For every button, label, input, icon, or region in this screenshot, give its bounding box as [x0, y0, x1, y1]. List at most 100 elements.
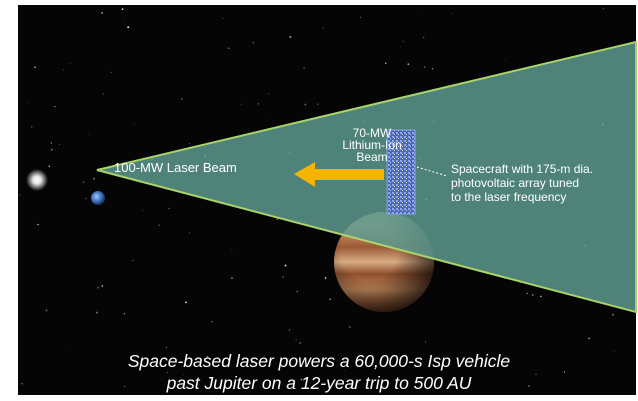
- star: [526, 292, 528, 295]
- star: [142, 210, 144, 212]
- star: [48, 165, 51, 168]
- star: [102, 93, 105, 95]
- star: [27, 101, 29, 103]
- star: [123, 22, 124, 23]
- star: [101, 285, 104, 287]
- caption-line: past Jupiter on a 12-year trip to 500 AU: [166, 373, 472, 393]
- star: [424, 341, 426, 343]
- star: [304, 103, 307, 106]
- star: [85, 198, 87, 200]
- star: [284, 264, 287, 267]
- star: [37, 223, 39, 226]
- star: [110, 71, 112, 73]
- star: [359, 16, 362, 18]
- star: [127, 26, 130, 29]
- star: [21, 382, 24, 385]
- star: [168, 207, 170, 210]
- star: [295, 339, 297, 341]
- star: [88, 133, 90, 135]
- star: [322, 27, 324, 29]
- spacecraft-leader-line: [416, 166, 448, 177]
- star: [268, 93, 270, 95]
- star: [227, 47, 230, 49]
- star: [19, 194, 21, 196]
- star: [50, 142, 52, 144]
- star: [93, 177, 96, 180]
- star: [602, 8, 604, 10]
- star: [289, 36, 292, 38]
- star: [123, 313, 126, 315]
- star: [58, 144, 60, 146]
- star: [300, 378, 303, 381]
- spacecraft-label-line: photovoltaic array tuned: [451, 176, 580, 190]
- star: [54, 105, 56, 108]
- star: [343, 369, 345, 371]
- star: [34, 66, 36, 69]
- star: [240, 103, 242, 105]
- star: [101, 12, 103, 14]
- star: [158, 224, 160, 226]
- star: [263, 116, 265, 118]
- star: [613, 350, 615, 352]
- star: [329, 298, 331, 301]
- star: [222, 18, 224, 19]
- star: [402, 40, 404, 42]
- star: [535, 373, 537, 375]
- star: [69, 62, 71, 64]
- ion-beam-arrow: [294, 162, 384, 187]
- star: [251, 361, 253, 364]
- star: [95, 311, 98, 314]
- star: [423, 36, 425, 39]
- star: [206, 355, 209, 358]
- star: [324, 277, 327, 279]
- star: [185, 301, 187, 304]
- ion-beam-label-line: Lithium-Ion: [342, 138, 402, 152]
- sun-icon: [26, 169, 48, 191]
- star: [257, 103, 259, 105]
- star: [527, 385, 530, 387]
- ion-beam-label: 70-MW Lithium-Ion Beam: [328, 127, 416, 163]
- star: [303, 67, 305, 69]
- star: [588, 337, 590, 340]
- star: [296, 291, 298, 293]
- star: [132, 260, 134, 261]
- spacecraft-label-line: to the laser frequency: [451, 190, 567, 204]
- spacecraft-label: Spacecraft with 175-m dia. photovoltaic …: [451, 162, 626, 204]
- star: [348, 326, 351, 328]
- earth-icon: [91, 191, 105, 205]
- star: [51, 149, 53, 151]
- spacecraft-label-line: Spacecraft with 175-m dia.: [451, 162, 594, 176]
- star: [384, 62, 387, 64]
- star: [165, 346, 168, 349]
- star: [299, 342, 301, 344]
- star: [407, 63, 410, 66]
- star: [62, 69, 64, 71]
- star: [452, 13, 453, 14]
- star: [252, 42, 255, 44]
- star: [181, 98, 183, 100]
- star: [231, 249, 233, 251]
- star: [423, 66, 426, 68]
- star: [123, 385, 126, 388]
- star: [612, 313, 615, 316]
- star: [276, 218, 279, 221]
- caption: Space-based laser powers a 60,000-s Isp …: [14, 350, 624, 394]
- laser-beam-label: 100-MW Laser Beam: [114, 160, 237, 175]
- star: [188, 142, 191, 144]
- star: [504, 60, 506, 61]
- star: [97, 286, 99, 289]
- star: [421, 10, 423, 12]
- star: [183, 375, 185, 376]
- star: [431, 68, 434, 70]
- star: [200, 391, 202, 392]
- star: [67, 345, 68, 347]
- star: [282, 276, 285, 278]
- ion-beam-label-line: 70-MW: [352, 126, 392, 140]
- star: [400, 45, 401, 47]
- star: [134, 124, 135, 126]
- star: [317, 103, 319, 105]
- star: [45, 309, 48, 312]
- star: [189, 232, 191, 234]
